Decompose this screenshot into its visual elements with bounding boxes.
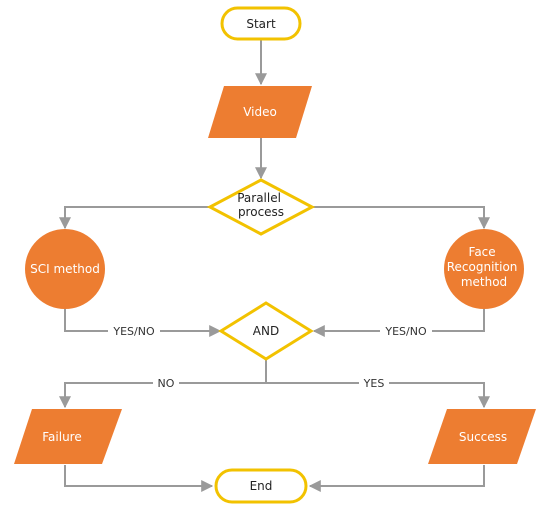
- and-label: AND: [253, 324, 279, 338]
- edge-label-no: NO: [158, 377, 175, 390]
- parallel-diamond-shape: [206, 178, 316, 236]
- video-parallelogram-shape: [208, 86, 312, 138]
- end-terminal-shape: [214, 468, 308, 504]
- failure-parallelogram-shape: [14, 409, 122, 464]
- face-label-line-2: Recognition: [447, 260, 518, 274]
- failure-label: Failure: [42, 430, 81, 444]
- edge-and-success: [266, 382, 490, 409]
- edge-parallel-sci: [59, 206, 210, 230]
- face-recognition-label: Face Recognition method: [447, 245, 522, 289]
- edge-label-sci-and: YES/NO: [112, 325, 155, 338]
- edge-success-end: [308, 465, 485, 492]
- start-label: Start: [246, 17, 276, 31]
- sci-method-node: SCI method: [25, 229, 105, 309]
- start-terminal-shape: [220, 6, 302, 41]
- success-label: Success: [459, 430, 507, 444]
- edge-parallel-face: [312, 206, 490, 230]
- sci-method-label: SCI method: [30, 262, 100, 276]
- parallel-label: Parallel process: [237, 191, 285, 219]
- failure-node: Failure: [14, 409, 122, 464]
- start-node: Start: [220, 6, 302, 41]
- parallel-label-line-2: process: [238, 205, 284, 219]
- and-diamond-shape: [218, 301, 314, 361]
- parallel-label-line-1: Parallel: [237, 191, 281, 205]
- face-label-line-3: method: [461, 275, 507, 289]
- video-label: Video: [243, 105, 277, 119]
- edge-label-face-and: YES/NO: [384, 325, 427, 338]
- success-parallelogram-shape: [428, 409, 536, 464]
- sci-method-circle-shape: [25, 229, 105, 309]
- edge-face-and: [312, 309, 485, 337]
- face-recognition-node: Face Recognition method: [444, 229, 524, 309]
- face-recognition-circle-shape: [444, 229, 524, 309]
- edge-sci-and: [64, 309, 222, 337]
- video-node: Video: [208, 86, 312, 138]
- success-node: Success: [428, 409, 536, 464]
- and-node: AND: [218, 301, 314, 361]
- face-label-line-1: Face: [469, 245, 496, 259]
- end-node: End: [214, 468, 308, 504]
- connectors: [59, 39, 490, 492]
- edge-label-yes: YES: [363, 377, 385, 390]
- end-label: End: [250, 479, 273, 493]
- edge-labels: YES/NO YES/NO NO YES: [108, 323, 432, 390]
- edge-and-failure: [59, 382, 266, 409]
- edge-failure-end: [64, 465, 214, 492]
- parallel-node: Parallel process: [206, 178, 316, 236]
